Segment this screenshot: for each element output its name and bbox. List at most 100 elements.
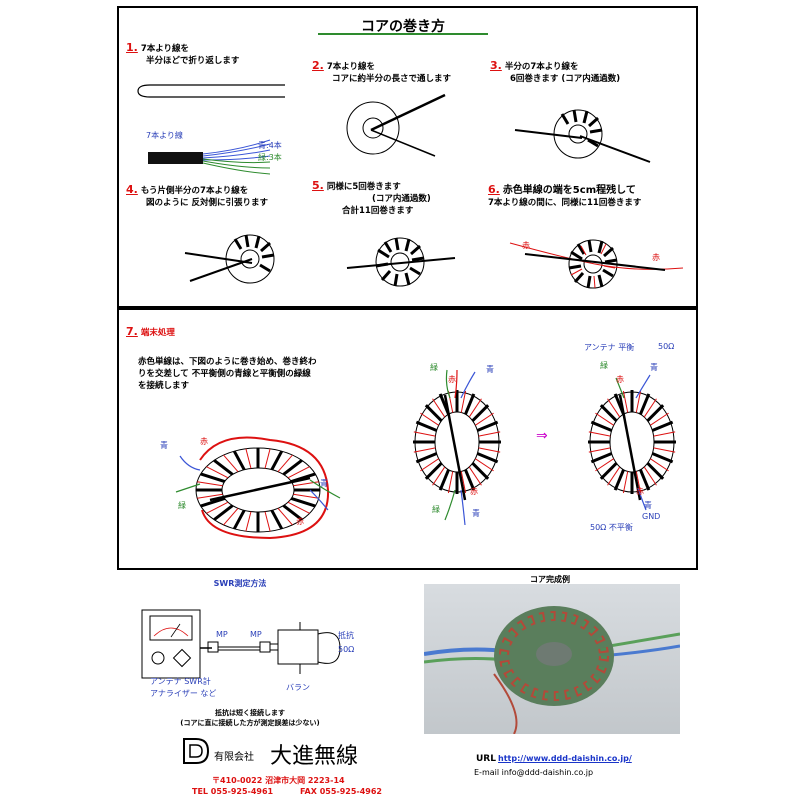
step-3-line2: 6回巻きます (コア内通過数): [510, 74, 621, 84]
red-wire-spoke: [607, 398, 621, 418]
company-address: 〒410-0022 沼津市大岡 2223-14: [212, 776, 345, 785]
red-wire-spoke: [245, 448, 252, 469]
step-3-core-diagram: [514, 109, 651, 163]
step-2-number: 2.: [312, 59, 324, 72]
step-1-line2: 半分ほどで折り返します: [146, 56, 240, 66]
winding-spoke: [415, 420, 438, 432]
red-wire-spoke: [478, 431, 501, 437]
red-wire-spoke: [653, 447, 676, 453]
step-6-core-diagram: [509, 239, 684, 289]
red-wire-spoke: [653, 431, 676, 437]
swr-note2: (コアに直に接続した方が測定誤差は少ない): [180, 719, 320, 727]
red-wire-spoke: [413, 447, 436, 453]
winding-spoke: [590, 452, 613, 464]
swr-mp2-label: MP: [250, 630, 262, 639]
step-6-text: 6. 赤色単線の端を5cm程残して 7本より線の間に、同様に11回巻きます: [488, 184, 641, 209]
step-7-description: 赤色単線は、下図のように巻き始め、巻き終わ りを交差して 不平衡側の青線と平衡側…: [138, 356, 317, 392]
red-wire-spoke: [197, 493, 223, 499]
step-7-mid-red-label: 赤: [448, 375, 456, 384]
red-wire-spoke: [650, 458, 669, 472]
step-4-number: 4.: [126, 183, 138, 196]
red-wire-spoke: [468, 398, 482, 418]
photo-title: コア完成例: [530, 575, 570, 584]
step-6-red-label-left: 赤: [522, 241, 530, 250]
company-tel: TEL 055-925-4961: [192, 787, 274, 796]
winding-spoke: [599, 462, 618, 480]
swr-mp1-label: MP: [216, 630, 228, 639]
step-2-text: 2. 7本より線を コアに約半分の長さで通します: [312, 60, 451, 85]
step-7-left-red2-label: 赤: [296, 517, 304, 526]
swr-note1: 抵抗は短く接続します: [215, 709, 285, 717]
red-wire-spoke: [475, 412, 494, 426]
winding-spoke: [282, 459, 303, 476]
winding-spoke: [232, 450, 246, 471]
red-wire-spoke: [432, 466, 446, 486]
winding-spoke: [464, 469, 476, 491]
red-wire-spoke: [413, 431, 436, 437]
winding-spoke: [651, 452, 674, 464]
step-7-right-red2-label: 赤: [636, 487, 644, 496]
swr-load-label: 抵抗: [338, 631, 354, 640]
winding-spoke: [213, 504, 234, 521]
step-7-right-gnd-label: GND: [642, 512, 661, 521]
winding-spoke: [200, 472, 226, 484]
winding-spoke: [270, 509, 284, 530]
red-wire-spoke: [475, 458, 494, 472]
step-4-text: 4. もう片側半分の7本より線を 図のように 反対側に引張ります: [126, 184, 268, 209]
winding-spoke: [646, 462, 665, 480]
red-wire-spoke: [432, 398, 446, 418]
red-wire-spoke: [643, 398, 657, 418]
winding-spoke: [438, 469, 450, 491]
step-7-title: 端末処理: [140, 328, 175, 338]
step-6-number: 6.: [488, 183, 500, 196]
step-7-right-antenna-label: アンテナ 平衡: [584, 343, 635, 352]
red-wire-spoke: [197, 481, 223, 487]
red-wire-spoke: [293, 493, 319, 499]
step-7-left-green-label: 緑: [178, 501, 186, 510]
red-wire-spoke: [650, 412, 669, 426]
red-wire-spoke: [635, 390, 642, 413]
winding-spoke: [476, 452, 499, 464]
step-7-left-red-label: 赤: [200, 437, 208, 446]
step-7-right-blue2-label: 青: [644, 501, 652, 510]
step-5-line2: (コア内通過数): [372, 194, 431, 204]
red-wire-spoke: [588, 447, 611, 453]
winding-spoke: [639, 393, 651, 415]
step-1-text: 1. 7本より線を 半分ほどで折り返します: [126, 42, 239, 67]
company-name: 大進無線: [270, 744, 359, 769]
finished-core-photo: [424, 584, 680, 734]
winding-spoke: [599, 404, 618, 422]
red-wire-spoke: [245, 511, 252, 532]
red-wire-spoke: [420, 458, 439, 472]
winding-spoke: [200, 496, 226, 508]
step-7-right-green-label: 緑: [600, 361, 608, 370]
red-wire-spoke: [287, 501, 310, 514]
red-wire-spoke: [607, 466, 621, 486]
step-6-red-label-right: 赤: [652, 253, 660, 262]
swr-load-ohm: 50Ω: [338, 645, 355, 654]
red-wire-spoke: [206, 501, 229, 514]
red-wire-spoke: [277, 507, 293, 526]
step-7-heading: 7. 端末処理: [126, 326, 175, 339]
red-wire-spoke: [420, 412, 439, 426]
red-wire-spoke: [595, 458, 614, 472]
step-7-panel: [117, 308, 698, 570]
step-7-right-ohm-top-label: 50Ω: [658, 342, 675, 351]
red-wire-spoke: [206, 466, 229, 479]
red-wire-spoke: [622, 471, 629, 494]
step-7-arrow: ⇒: [536, 428, 548, 444]
swr-meter-label1: アンテナ SWR計: [150, 677, 211, 686]
step-7-mid-blue-label: 青: [486, 365, 494, 374]
website-link[interactable]: http://www.ddd-daishin.co.jp/: [498, 754, 632, 763]
step-1-blue-label: 青:4本: [258, 141, 282, 150]
swr-diagram: [141, 609, 341, 679]
swr-title: SWR測定方法: [213, 579, 267, 588]
red-wire-spoke: [277, 454, 293, 473]
winding-spoke: [646, 404, 665, 422]
step-7-right-core-diagram: [588, 374, 676, 511]
red-wire-spoke: [287, 466, 310, 479]
company-fax: FAX 055-925-4962: [300, 787, 382, 796]
step-7-mid-core-diagram: [413, 369, 501, 526]
winding-spoke: [590, 420, 613, 432]
email-address: E-mail info@ddd-daishin.co.jp: [474, 768, 594, 777]
